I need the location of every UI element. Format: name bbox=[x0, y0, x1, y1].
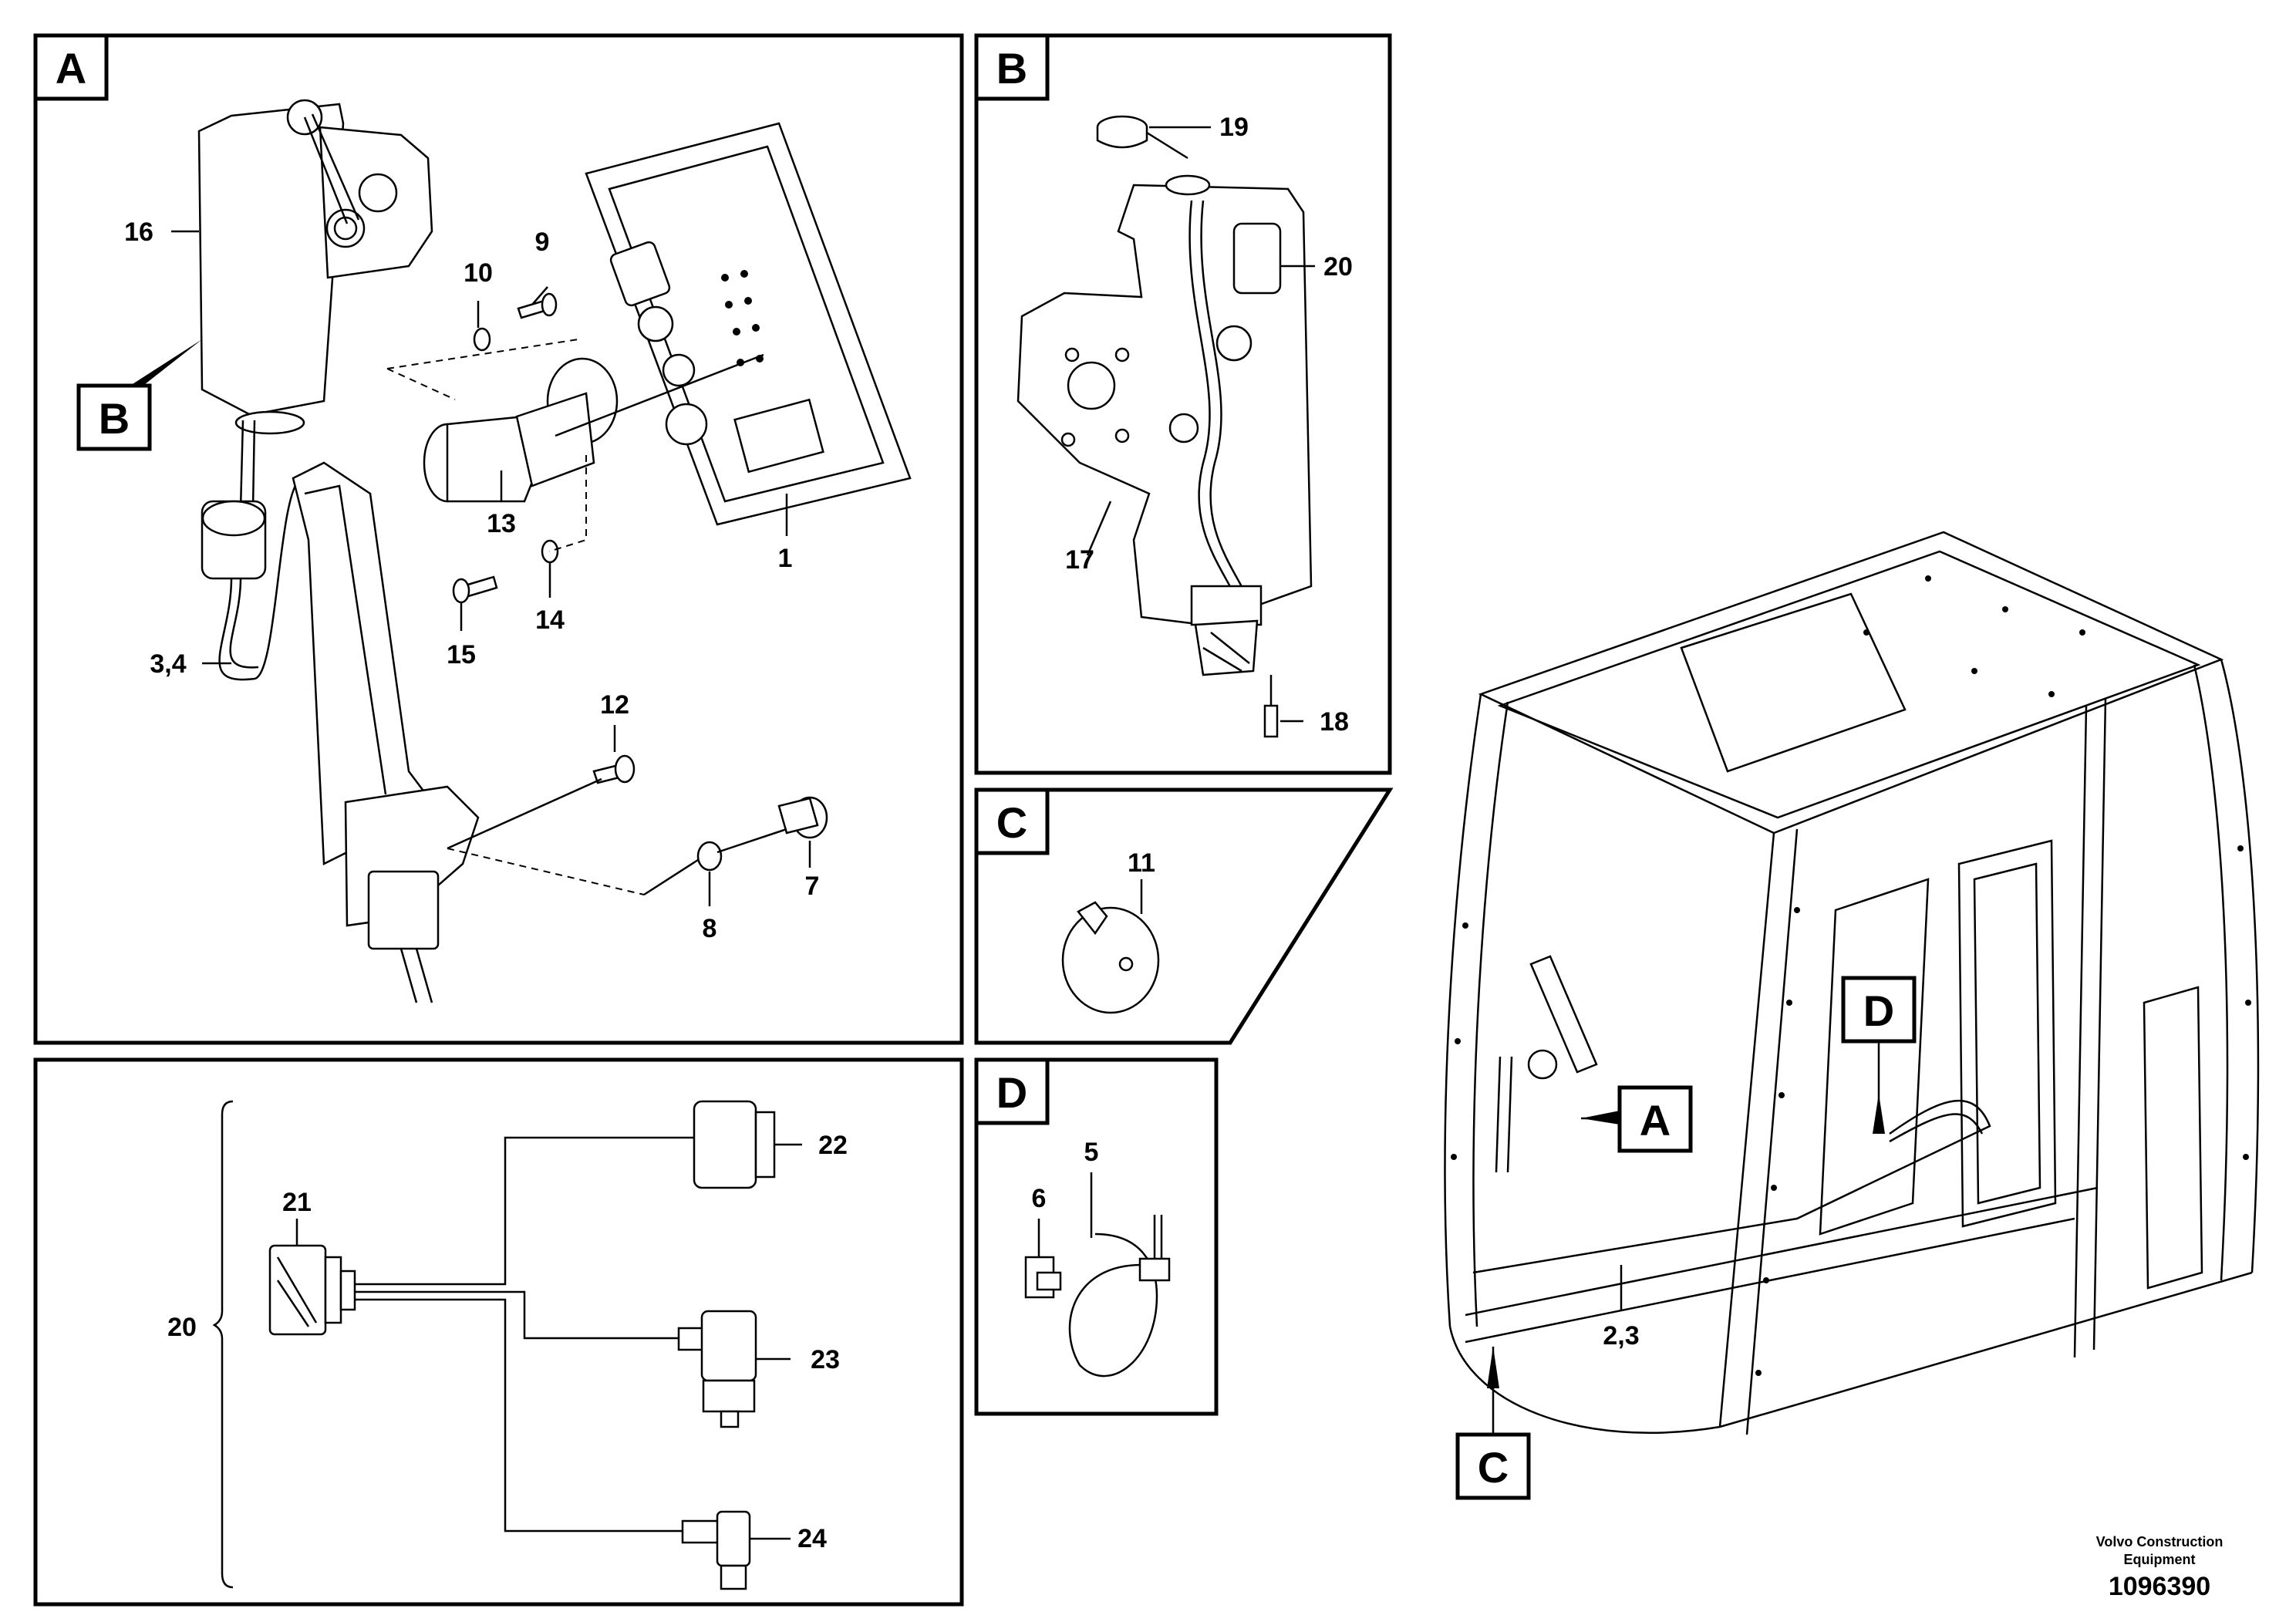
fasteners-a bbox=[452, 292, 828, 872]
mounting-arm bbox=[292, 461, 480, 1003]
label-17: 17 bbox=[1065, 545, 1094, 575]
label-15: 15 bbox=[447, 640, 476, 669]
panel-d-tag: D bbox=[996, 1068, 1027, 1117]
footer: Volvo Construction Equipment 1096390 bbox=[2096, 1534, 2224, 1601]
panel-harness: 20 21 22 23 bbox=[33, 1057, 964, 1607]
cab-frame: A D C 2,3 bbox=[1444, 531, 2260, 1500]
label-5: 5 bbox=[1084, 1138, 1099, 1167]
label-23: 23 bbox=[811, 1345, 840, 1374]
panel-c-tag: C bbox=[996, 798, 1027, 847]
control-unit-housing bbox=[197, 99, 433, 435]
panel-a: A bbox=[33, 33, 964, 1045]
cab-tag-c: C bbox=[1478, 1443, 1509, 1492]
panel-d: D 5 6 bbox=[974, 1057, 1219, 1416]
panel-b: B bbox=[974, 33, 1392, 775]
label-20: 20 bbox=[167, 1313, 197, 1342]
cap-19 bbox=[1096, 115, 1211, 196]
footer-line-2: Equipment bbox=[2124, 1552, 2196, 1567]
label-20-b: 20 bbox=[1323, 252, 1353, 282]
label-12: 12 bbox=[600, 690, 629, 720]
panel-a-tag: A bbox=[56, 44, 86, 93]
label-21: 21 bbox=[282, 1188, 312, 1217]
panel-a-subtag-b: B bbox=[99, 394, 130, 443]
label-6: 6 bbox=[1032, 1184, 1047, 1213]
cab-tag-a: A bbox=[1640, 1096, 1671, 1145]
connector-24 bbox=[681, 1510, 791, 1590]
label-11: 11 bbox=[1128, 848, 1155, 878]
label-3-4: 3,4 bbox=[150, 649, 186, 679]
label-14: 14 bbox=[535, 605, 565, 635]
label-9: 9 bbox=[535, 228, 550, 257]
cable-harness bbox=[201, 420, 302, 681]
label-2-3: 2,3 bbox=[1603, 1321, 1639, 1351]
panel-b-tag: B bbox=[996, 44, 1027, 93]
push-rivet-11 bbox=[1061, 901, 1160, 1014]
diagram-number: 1096390 bbox=[2109, 1572, 2210, 1601]
panel-c: C 11 bbox=[974, 787, 1394, 1045]
label-13: 13 bbox=[487, 509, 516, 538]
footer-line-1: Volvo Construction bbox=[2096, 1534, 2224, 1549]
label-24: 24 bbox=[797, 1524, 827, 1553]
screw-18 bbox=[1263, 675, 1279, 738]
connector-23 bbox=[677, 1310, 791, 1428]
label-22: 22 bbox=[818, 1131, 848, 1160]
label-19: 19 bbox=[1219, 113, 1249, 142]
label-18: 18 bbox=[1320, 707, 1349, 737]
connector-22 bbox=[693, 1100, 802, 1189]
connector-21 bbox=[268, 1244, 356, 1336]
label-10: 10 bbox=[464, 258, 493, 288]
housing-17 bbox=[1017, 184, 1313, 676]
label-7: 7 bbox=[805, 872, 820, 901]
swivel-joint bbox=[423, 357, 619, 503]
clip-6 bbox=[1024, 1256, 1062, 1299]
cable-tie-5 bbox=[1068, 1215, 1171, 1378]
label-8: 8 bbox=[703, 914, 717, 943]
label-1: 1 bbox=[778, 544, 793, 573]
label-16: 16 bbox=[124, 218, 153, 247]
display-unit bbox=[585, 122, 912, 526]
cab-tag-d: D bbox=[1863, 986, 1894, 1035]
